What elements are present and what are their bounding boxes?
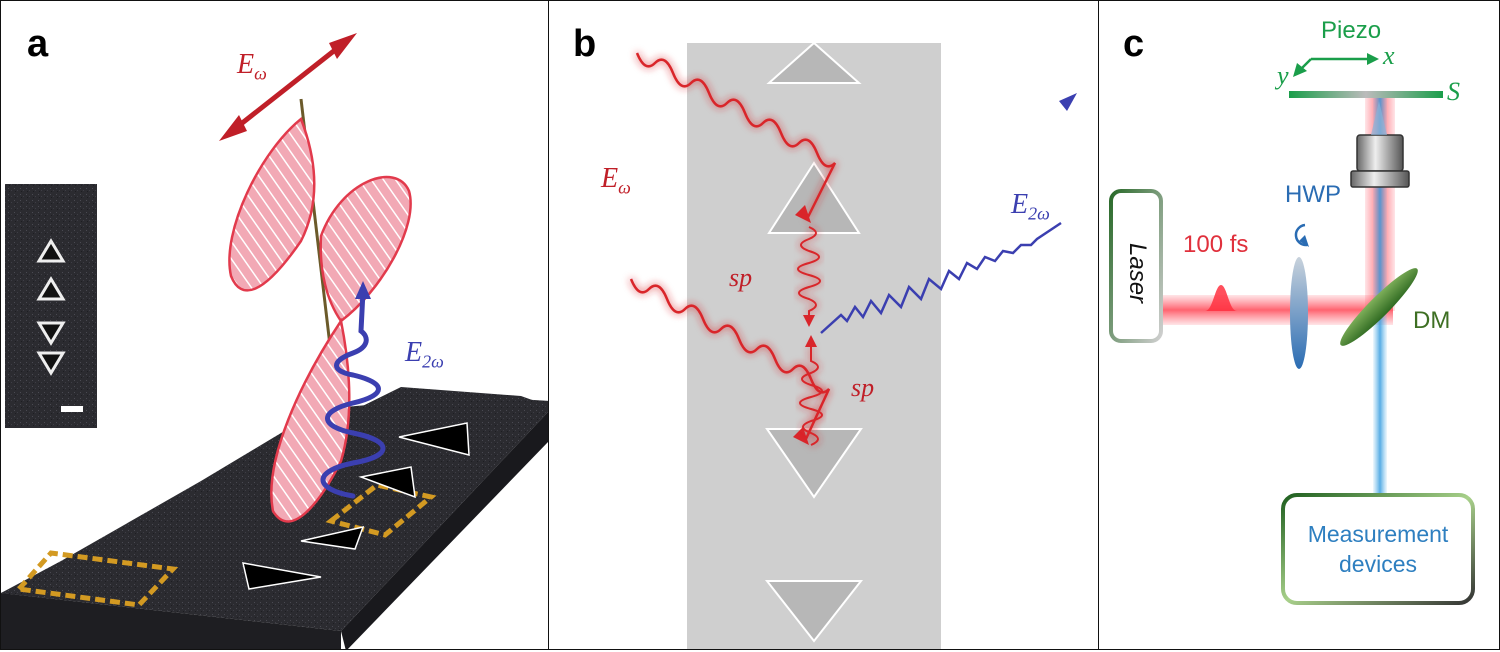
- polarization-arrow-head-2: [329, 33, 357, 59]
- panel-c: c Piezo x y S Laser 100 fs HWP DM Measur…: [1098, 0, 1500, 650]
- incoming-wave-top-arrowhead: [795, 205, 811, 223]
- slab-triangle-3: [300, 525, 365, 550]
- piezo-label: Piezo: [1321, 17, 1382, 44]
- sp-label-top: sp: [729, 263, 753, 292]
- measurement-line-1: Measurement: [1307, 521, 1449, 547]
- e-omega-label-b-main: E: [601, 163, 619, 194]
- e-2omega-label-main: E: [405, 337, 423, 368]
- e-field-lobe-right: [319, 175, 412, 323]
- slab-triangle-4: [242, 562, 322, 590]
- e-2omega-label-b-sub: 2ω: [1028, 203, 1050, 224]
- polarization-arrow-head-1: [219, 115, 247, 141]
- piezo-axis-y-arrowhead: [1293, 63, 1307, 77]
- e-2omega-label-b-main: E: [1011, 189, 1029, 220]
- pulse-peak: [1205, 285, 1237, 311]
- panel-label-b: b: [573, 23, 597, 65]
- scale-bar: [61, 406, 83, 412]
- e-omega-label-b-sub: ω: [618, 177, 631, 198]
- polarization-arrow: [225, 37, 351, 137]
- sem-triangle-1: [36, 238, 66, 263]
- incoming-wave-bottom: [629, 278, 831, 442]
- pulse-duration-label: 100 fs: [1183, 231, 1249, 258]
- dm-label: DM: [1413, 307, 1451, 334]
- incoming-wave-top: [635, 52, 837, 220]
- nano-triangle-3: [765, 428, 863, 499]
- objective-collar: [1350, 170, 1410, 188]
- gold-outline-right: [325, 482, 437, 538]
- hwp-rotation-icon-arrowhead: [1299, 235, 1309, 247]
- panel-a-illustration: [1, 33, 548, 649]
- sem-inset: [5, 184, 97, 428]
- hwp-label: HWP: [1285, 181, 1341, 208]
- e-omega-label-sub: ω: [254, 63, 267, 84]
- laser-box: [1109, 189, 1163, 343]
- sp-label-bottom: sp: [851, 373, 875, 402]
- e-2omega-label: E2ω: [405, 337, 444, 373]
- sp-packet-top: [797, 226, 821, 317]
- sh-wave: [320, 288, 386, 499]
- sem-triangle-2: [36, 276, 66, 301]
- slab-triangle-1: [398, 422, 470, 456]
- sem-triangle-4: [36, 351, 66, 376]
- sample-label: S: [1447, 77, 1460, 106]
- panel-c-illustration: [1109, 53, 1475, 605]
- gold-outline-left: [14, 550, 179, 608]
- outgoing-sh-wave: [820, 221, 1062, 334]
- measurement-box: [1281, 493, 1475, 605]
- objective-cone: [1371, 101, 1387, 135]
- dichroic-mirror: [1340, 268, 1418, 346]
- sh-wave-arrowhead: [355, 281, 371, 299]
- sem-triangle-3: [36, 321, 66, 346]
- e-field-lobe-upper: [228, 116, 316, 292]
- panel-label-c: c: [1123, 23, 1145, 65]
- nano-triangle-1: [766, 41, 862, 84]
- e-2omega-label-sub: 2ω: [422, 351, 444, 372]
- laser-label: Laser: [1124, 243, 1151, 304]
- sp-packet-bottom: [799, 345, 823, 446]
- e-omega-label: Eω: [237, 49, 267, 85]
- panel-b: b Eω E2ω sp sp: [548, 0, 1099, 650]
- nano-triangle-4: [764, 580, 864, 643]
- e-2omega-label-b: E2ω: [1011, 189, 1050, 225]
- slab-triangle-2: [358, 466, 416, 499]
- axis-x-label: x: [1383, 41, 1395, 70]
- e-omega-label-main: E: [237, 49, 255, 80]
- sample-slab-side: [1, 593, 341, 649]
- nano-triangle-2: [767, 161, 861, 234]
- measurement-devices-label: Measurement devices: [1283, 519, 1473, 579]
- objective-body: [1356, 134, 1404, 172]
- axis-y-label: y: [1277, 61, 1289, 90]
- sample-plate: [1289, 91, 1443, 98]
- panel-b-illustration: [629, 41, 1077, 649]
- panel-label-a: a: [27, 23, 49, 65]
- piezo-axis-x-arrowhead: [1367, 53, 1379, 65]
- sample-slab-side-right: [341, 412, 548, 649]
- e-omega-label-b: Eω: [601, 163, 631, 199]
- panel-a: a Eω E2ω: [0, 0, 549, 650]
- sp-packet-top-arrowhead: [803, 315, 815, 327]
- hwp-rotation-icon: [1294, 223, 1308, 247]
- incoming-wave-bottom-arrowhead: [793, 427, 809, 445]
- hwp-lens: [1290, 257, 1308, 369]
- outgoing-sh-wave-arrowhead: [1059, 93, 1077, 111]
- measurement-line-2: devices: [1339, 551, 1417, 577]
- sp-packet-bottom-arrowhead: [805, 335, 817, 347]
